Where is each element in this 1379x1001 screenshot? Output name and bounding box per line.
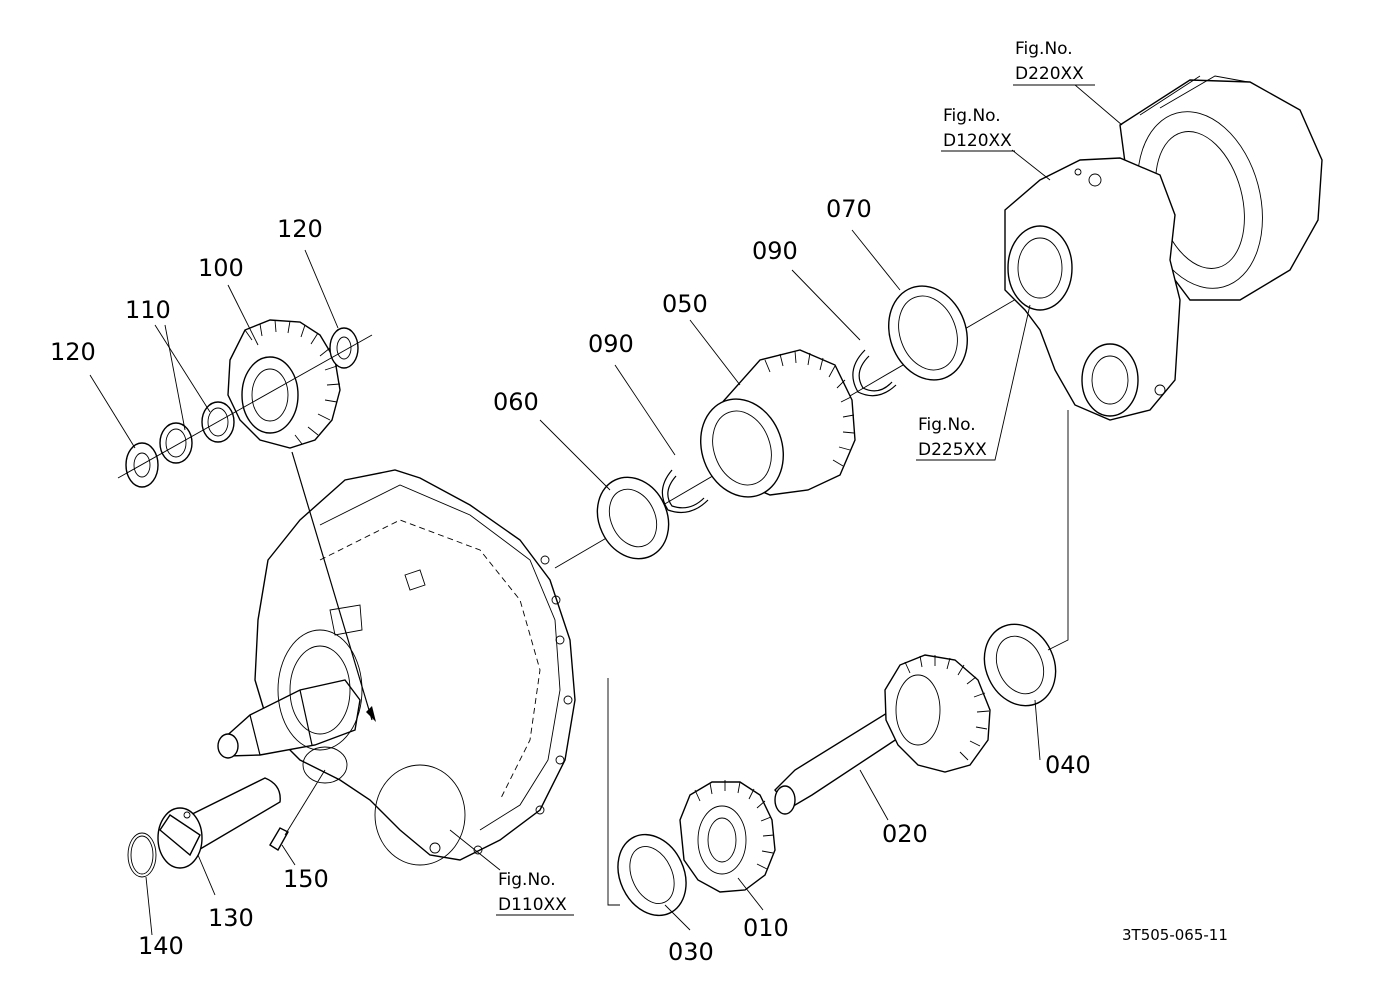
label-030: 030: [668, 938, 714, 966]
pto-housing: [1004, 157, 1181, 421]
label-070: 070: [826, 195, 872, 223]
svg-text:D120XX: D120XX: [943, 131, 1012, 151]
part-130-sleeve: [157, 777, 281, 869]
part-060-bearing: [596, 476, 670, 560]
part-040-bearing: [983, 623, 1057, 707]
label-090-upper: 090: [752, 237, 798, 265]
fig-ref-d225xx: Fig.No. D225XX: [916, 415, 992, 461]
drawing-code: 3T505-065-11: [1122, 926, 1228, 944]
part-020-shaft: [774, 654, 991, 815]
part-150-pin: [269, 827, 289, 851]
part-050-gear-hub: [700, 349, 856, 498]
label-140: 140: [138, 932, 184, 960]
part-140-o-ring: [127, 832, 157, 878]
part-100-gear: [227, 319, 341, 449]
fig-ref-d110xx: Fig.No. D110XX: [496, 870, 574, 916]
part-030-bearing: [617, 833, 687, 917]
svg-text:D110XX: D110XX: [498, 895, 567, 915]
svg-text:Fig.No.: Fig.No.: [1015, 39, 1073, 59]
svg-text:Fig.No.: Fig.No.: [498, 870, 556, 890]
part-090-snap-ring-2: [852, 349, 897, 397]
svg-text:Fig.No.: Fig.No.: [943, 106, 1001, 126]
transmission-housing: [217, 469, 576, 866]
label-120-right: 120: [277, 215, 323, 243]
svg-text:D225XX: D225XX: [918, 440, 987, 460]
label-040: 040: [1045, 751, 1091, 779]
label-150: 150: [283, 865, 329, 893]
label-120-left: 120: [50, 338, 96, 366]
label-090-lower: 090: [588, 330, 634, 358]
fig-ref-d120xx: Fig.No. D120XX: [941, 106, 1015, 152]
part-090-snap-ring-1: [661, 469, 709, 513]
svg-text:D220XX: D220XX: [1015, 64, 1084, 84]
label-130: 130: [208, 904, 254, 932]
label-110: 110: [125, 296, 171, 324]
label-060: 060: [493, 388, 539, 416]
label-050: 050: [662, 290, 708, 318]
label-100: 100: [198, 254, 244, 282]
label-010: 010: [743, 914, 789, 942]
part-120-washer-right: [329, 327, 359, 369]
svg-text:Fig.No.: Fig.No.: [918, 415, 976, 435]
part-110-needle-bearings: [159, 401, 235, 464]
part-010-gear: [679, 780, 776, 893]
fig-ref-d220xx: Fig.No. D220XX: [1013, 39, 1095, 86]
part-070-seal: [887, 285, 969, 381]
label-020: 020: [882, 820, 928, 848]
